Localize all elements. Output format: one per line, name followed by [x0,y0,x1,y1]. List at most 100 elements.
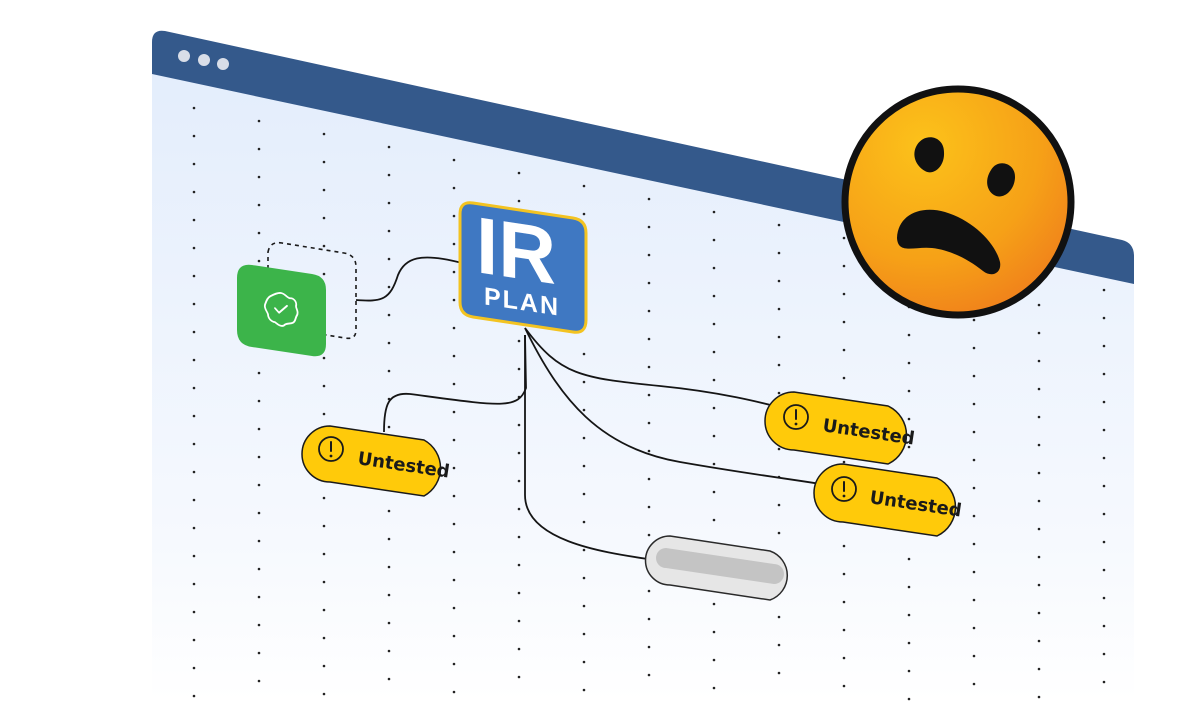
grid-dot [452,466,456,470]
grid-dot [647,309,651,313]
connector-lines [355,256,833,560]
grid-dot [257,231,261,235]
grid-dot [1168,610,1171,613]
grid-dot [192,106,196,110]
status-pill-body [764,391,908,465]
grid-dot [387,425,391,429]
grid-dot [257,175,261,179]
window-dot-2[interactable] [198,54,210,66]
grid-dot [647,281,651,285]
verified-node[interactable] [237,241,357,357]
grid-dot [972,514,976,518]
grid-dot [842,600,846,604]
grid-dot [842,628,846,632]
grid-dot [387,509,391,513]
grid-dot [907,585,911,589]
grid-dot [517,199,521,203]
grid-dot [712,378,716,382]
grid-dot [777,671,781,675]
grid-dot [647,533,651,537]
grid-dot [322,384,326,388]
grid-dot [192,526,196,530]
grid-dot [647,421,651,425]
status-pill-untested-right-2[interactable]: Untested [813,463,963,537]
grid-dot [1037,695,1041,699]
grid-dot [517,479,521,483]
ir-plan-node[interactable]: IR PLAN [458,201,588,334]
badge-check-icon [263,292,299,327]
grid-dot [1102,512,1106,516]
grid-dot [1037,583,1041,587]
grid-dot [777,447,781,451]
grid-dot [907,613,911,617]
grid-dot [452,382,456,386]
connector-logo-to-pill-left [383,334,527,433]
grid-dot [712,602,716,606]
grid-dot [322,132,326,136]
grid-dot [777,279,781,283]
grid-dot [387,537,391,541]
grid-dot [452,634,456,638]
grid-dot [842,236,846,240]
grid-dot [452,662,456,666]
status-pill-untested-left[interactable]: Untested [301,425,451,497]
grid-dot [712,322,716,326]
grid-dot [1168,638,1171,641]
grid-dot [907,333,911,337]
grid-dot [387,173,391,177]
grid-dot [322,608,326,612]
grid-dot [777,363,781,367]
grid-dot [517,619,521,623]
grid-dot [192,442,196,446]
grid-dot [647,365,651,369]
grid-dot [842,292,846,296]
grid-dot [387,201,391,205]
grid-dot [387,341,391,345]
exclamation-circle-icon [318,436,344,462]
grid-dot [842,264,846,268]
grid-dot [452,326,456,330]
grid-dot [1168,694,1171,697]
grid-dot [387,313,391,317]
grid-dot [1037,527,1041,531]
grid-dot [257,511,261,515]
grid-dot [777,643,781,647]
grid-dot [387,145,391,149]
grid-dot [322,216,326,220]
grid-dot [582,520,586,524]
grid-dot [1037,639,1041,643]
grid-dot [322,664,326,668]
grid-dot [1168,582,1171,585]
window-dot-1[interactable] [178,50,190,62]
grid-dot [517,591,521,595]
grid-dot [452,242,456,246]
grid-dot [972,598,976,602]
grid-dot [1102,316,1106,320]
grid-dot [517,339,521,343]
grid-dot [1168,302,1171,305]
grid-dot [647,617,651,621]
grid-dot [712,686,716,690]
grid-dot [452,354,456,358]
grid-dot [842,348,846,352]
emoji-right-eye [987,163,1016,197]
grid-dot [972,626,976,630]
status-pill-body [813,463,957,537]
grid-dot [1037,303,1041,307]
grid-dot [647,477,651,481]
connector-logo-to-placeholder [524,335,649,560]
grid-dot [1102,624,1106,628]
grid-dot [582,408,586,412]
placeholder-pill[interactable] [644,535,789,601]
grid-dot [1037,359,1041,363]
grid-dot [1037,471,1041,475]
grid-dot [257,119,261,123]
grid-dot [257,399,261,403]
grid-dot [322,356,326,360]
grid-dot [257,147,261,151]
status-pill-untested-right-1[interactable]: Untested [764,391,916,465]
grid-dot [257,623,261,627]
grid-dot [192,386,196,390]
window-dot-3[interactable] [217,58,229,70]
